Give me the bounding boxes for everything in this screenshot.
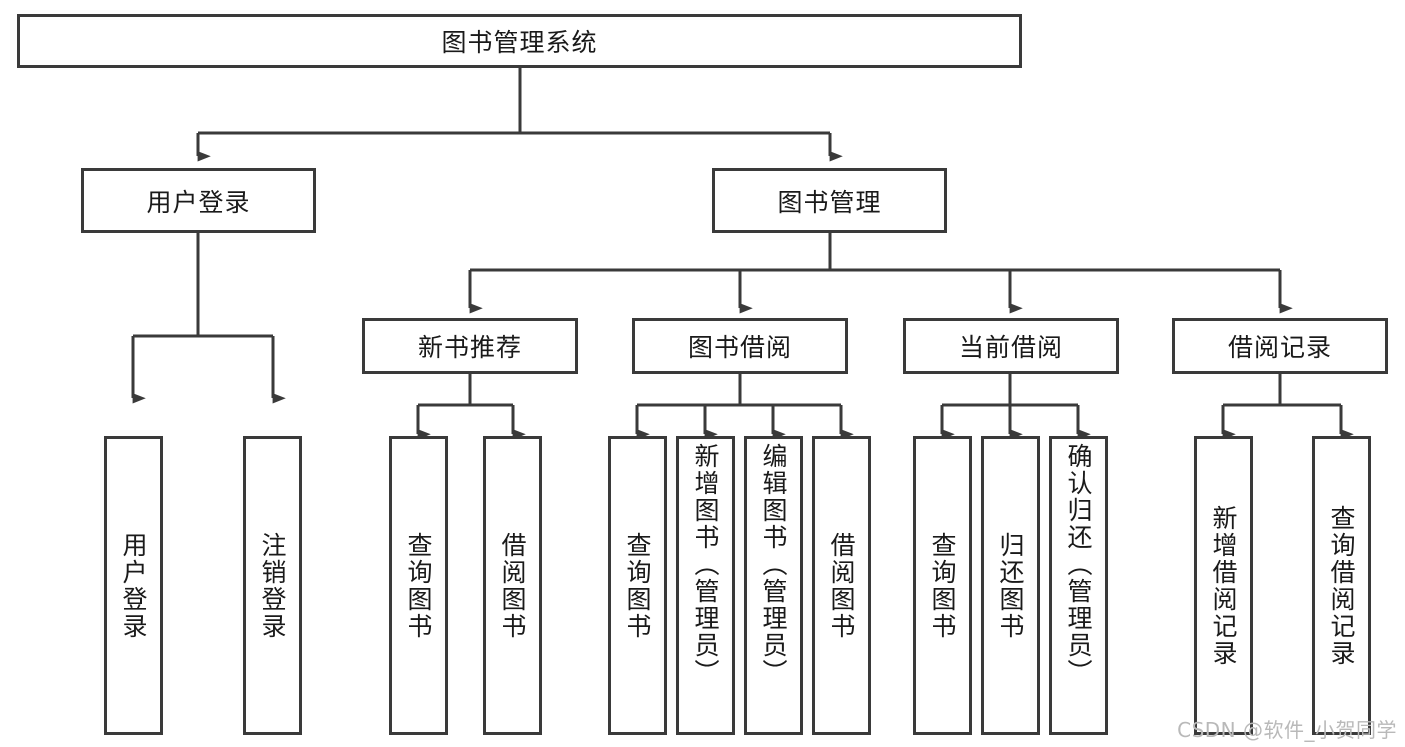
leaf-query-borrow-record[interactable]: 查询借阅记录 [1312, 436, 1371, 735]
leaf-add-book-admin[interactable]: 新增图书（管理员） [676, 436, 735, 735]
node-book-borrowing[interactable]: 图书借阅 [632, 318, 848, 374]
node-label: 当前借阅 [958, 333, 1063, 362]
leaf-edit-book-admin[interactable]: 编辑图书（管理员） [744, 436, 803, 735]
leaf-borrow-books-new[interactable]: 借阅图书 [483, 436, 542, 735]
leaf-confirm-return-admin[interactable]: 确认归还（管理员） [1049, 436, 1108, 735]
leaf-query-books-new[interactable]: 查询图书 [389, 436, 448, 735]
node-user-login[interactable]: 用户登录 [81, 168, 316, 233]
leaf-logout[interactable]: 注销登录 [243, 436, 302, 735]
node-label: 用户登录 [119, 531, 148, 640]
node-label: 确认归还（管理员） [1064, 443, 1093, 686]
leaf-query-books-current[interactable]: 查询图书 [913, 436, 972, 735]
node-borrow-records[interactable]: 借阅记录 [1172, 318, 1388, 374]
node-label: 借阅图书 [827, 531, 856, 640]
node-label: 图书管理系统 [441, 28, 598, 57]
node-current-borrowing[interactable]: 当前借阅 [903, 318, 1119, 374]
node-label: 借阅图书 [498, 531, 527, 640]
node-book-management[interactable]: 图书管理 [712, 168, 947, 233]
node-label: 查询借阅记录 [1327, 504, 1356, 667]
leaf-query-books-borrow[interactable]: 查询图书 [608, 436, 667, 735]
leaf-add-borrow-record[interactable]: 新增借阅记录 [1194, 436, 1253, 735]
node-label: 查询图书 [404, 531, 433, 640]
node-label: 图书管理 [777, 187, 882, 217]
node-label: 查询图书 [928, 531, 957, 640]
leaf-borrow-books[interactable]: 借阅图书 [812, 436, 871, 735]
node-root-book-management-system[interactable]: 图书管理系统 [17, 14, 1022, 68]
node-label: 用户登录 [146, 187, 251, 217]
node-new-book-recommendation[interactable]: 新书推荐 [362, 318, 578, 374]
node-label: 新增图书（管理员） [691, 443, 720, 686]
node-label: 查询图书 [623, 531, 652, 640]
node-label: 借阅记录 [1227, 333, 1332, 362]
leaf-return-books[interactable]: 归还图书 [981, 436, 1040, 735]
node-label: 新书推荐 [417, 333, 522, 362]
node-label: 图书借阅 [687, 333, 792, 362]
node-label: 注销登录 [258, 531, 287, 640]
node-label: 编辑图书（管理员） [759, 443, 788, 686]
leaf-user-login[interactable]: 用户登录 [104, 436, 163, 735]
node-label: 归还图书 [996, 531, 1025, 640]
node-label: 新增借阅记录 [1209, 504, 1238, 667]
